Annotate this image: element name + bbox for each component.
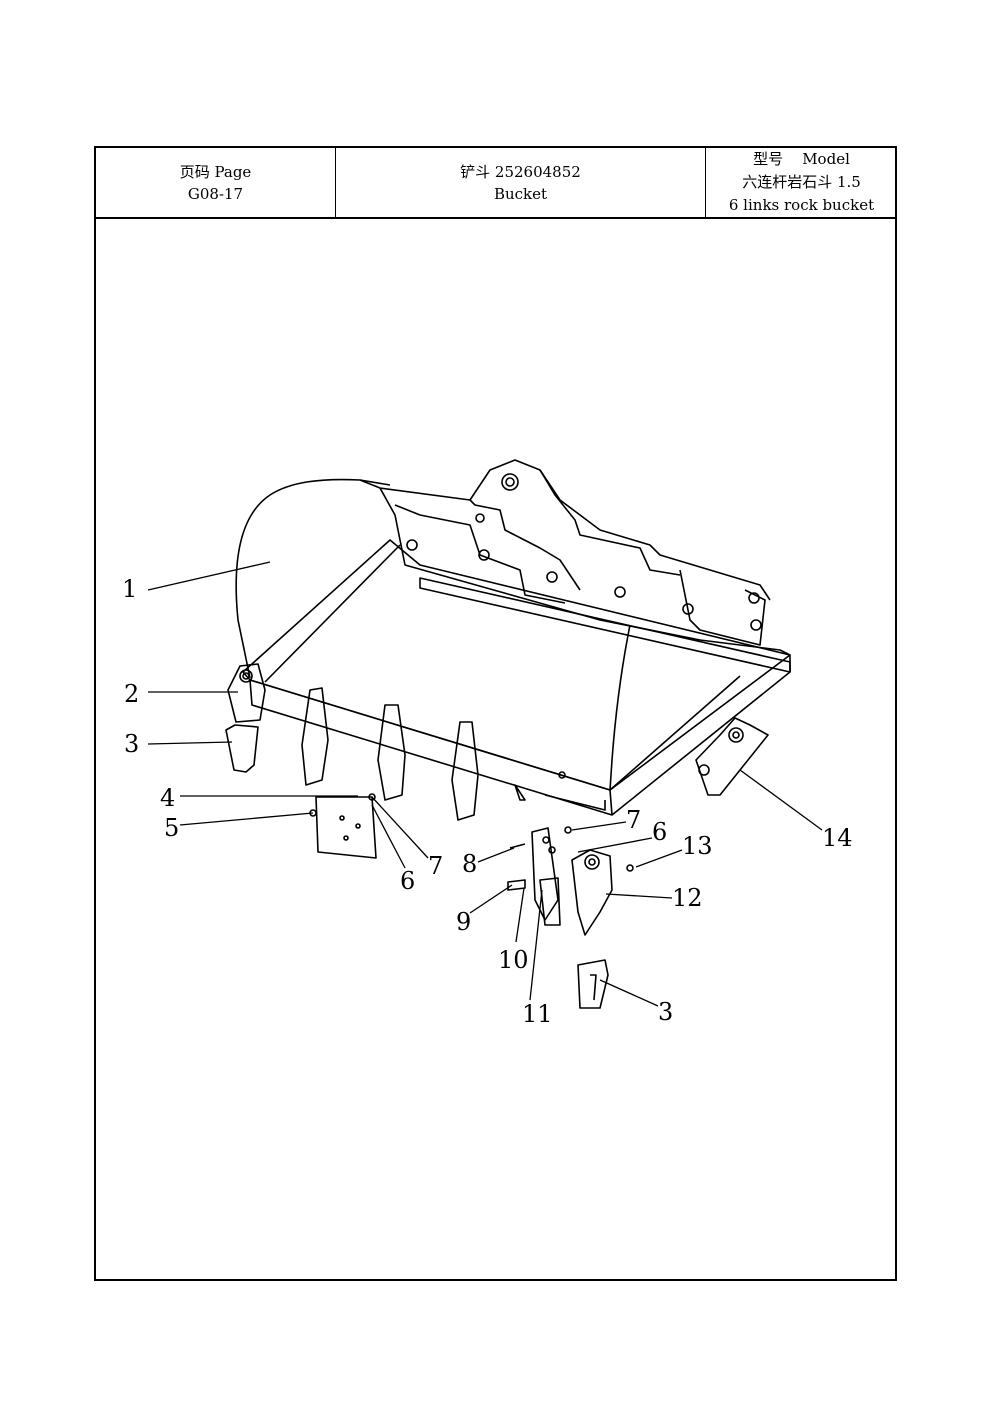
callout-6-upper: 6 <box>652 818 667 846</box>
callout-12: 12 <box>672 884 703 912</box>
page-number: G08-17 <box>187 184 244 203</box>
callout-3: 3 <box>124 730 139 758</box>
callout-labels: 1 2 3 4 5 6 7 8 9 10 11 7 6 13 12 3 14 <box>122 575 853 1028</box>
callout-10: 10 <box>498 946 529 974</box>
part-name-cn: 铲斗 252604852 <box>460 162 581 181</box>
callout-11: 11 <box>522 1000 553 1028</box>
callout-2: 2 <box>124 680 139 708</box>
part-cell: 铲斗 252604852 Bucket <box>336 148 706 217</box>
page-frame: 页码 Page G08-17 铲斗 252604852 Bucket 型号 Mo… <box>94 146 897 1281</box>
callout-1: 1 <box>122 575 137 603</box>
callout-13: 13 <box>682 832 713 860</box>
page-label: 页码 Page <box>179 162 252 181</box>
callout-3-lower: 3 <box>658 998 673 1026</box>
model-cell: 型号 Model 六连杆岩石斗 1.5 6 links rock bucket <box>706 148 897 217</box>
callout-5: 5 <box>164 814 179 842</box>
leader-lines <box>147 561 823 1007</box>
page-cell: 页码 Page G08-17 <box>96 148 336 217</box>
callout-6: 6 <box>400 867 415 895</box>
callout-14: 14 <box>822 824 853 852</box>
callout-7: 7 <box>428 852 443 880</box>
model-name-en: 6 links rock bucket <box>728 196 875 214</box>
model-name-cn: 六连杆岩石斗 1.5 <box>742 173 861 191</box>
title-block: 页码 Page G08-17 铲斗 252604852 Bucket 型号 Mo… <box>96 148 895 219</box>
callout-4: 4 <box>160 784 175 812</box>
callout-9: 9 <box>456 908 471 936</box>
model-label: 型号 Model <box>753 150 850 168</box>
bucket-body <box>225 459 791 1009</box>
callout-8: 8 <box>462 850 477 878</box>
callout-7-upper: 7 <box>626 806 641 834</box>
part-name-en: Bucket <box>493 184 548 203</box>
